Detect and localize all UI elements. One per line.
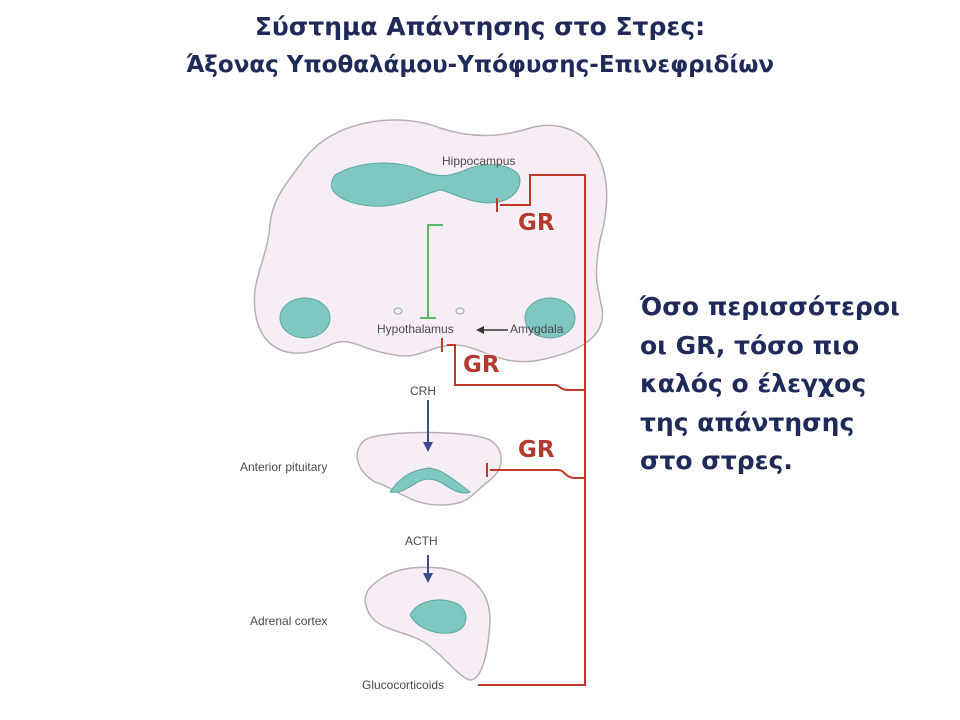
amygdala-right-region [524,297,576,339]
note-line-1: Όσο περισσότεροι [640,292,900,321]
feedback-main-line [478,174,586,686]
feedback-pituitary-line [490,469,585,479]
label-hippocampus: Hippocampus [442,154,516,168]
label-anterior-pituitary: Anterior pituitary [240,460,328,474]
ventricle-right [455,307,465,315]
ventricle-left [393,307,403,315]
explanatory-note: Όσο περισσότεροι οι GR, τόσο πιο καλός ο… [640,288,940,481]
note-line-2: οι GR, τόσο πιο [640,330,860,360]
feedback-hypothalamus-line [447,344,585,391]
label-amygdala: Amygdala [510,322,564,336]
gr-label-pituitary: GR [518,437,555,463]
amygdala-left-region [279,297,331,339]
gr-label-hypothalamus: GR [463,352,500,378]
gr-label-hippocampus: GR [518,210,555,236]
hippocampus-inhibition-line [427,224,443,318]
title-line-2: Άξονας Υποθαλάμου-Υπόφυσης-Επινεφριδίων [185,52,775,78]
label-acth: ACTH [405,534,438,548]
label-adrenal-cortex: Adrenal cortex [250,614,328,628]
note-line-5: στο στρες. [640,446,793,475]
label-glucocorticoids: Glucocorticoids [362,678,445,692]
note-line-4: της απάντησης [640,407,855,437]
note-line-3: καλός ο έλεγχος [640,369,867,398]
pituitary-teal-band [389,467,471,494]
adrenal-teal-region [409,599,467,634]
label-crh: CRH [410,384,436,398]
title-line-1: Σύστημα Απάντησης στο Στρες: [254,12,706,41]
label-hypothalamus: Hypothalamus [377,322,454,336]
hippocampus-region [330,162,521,207]
